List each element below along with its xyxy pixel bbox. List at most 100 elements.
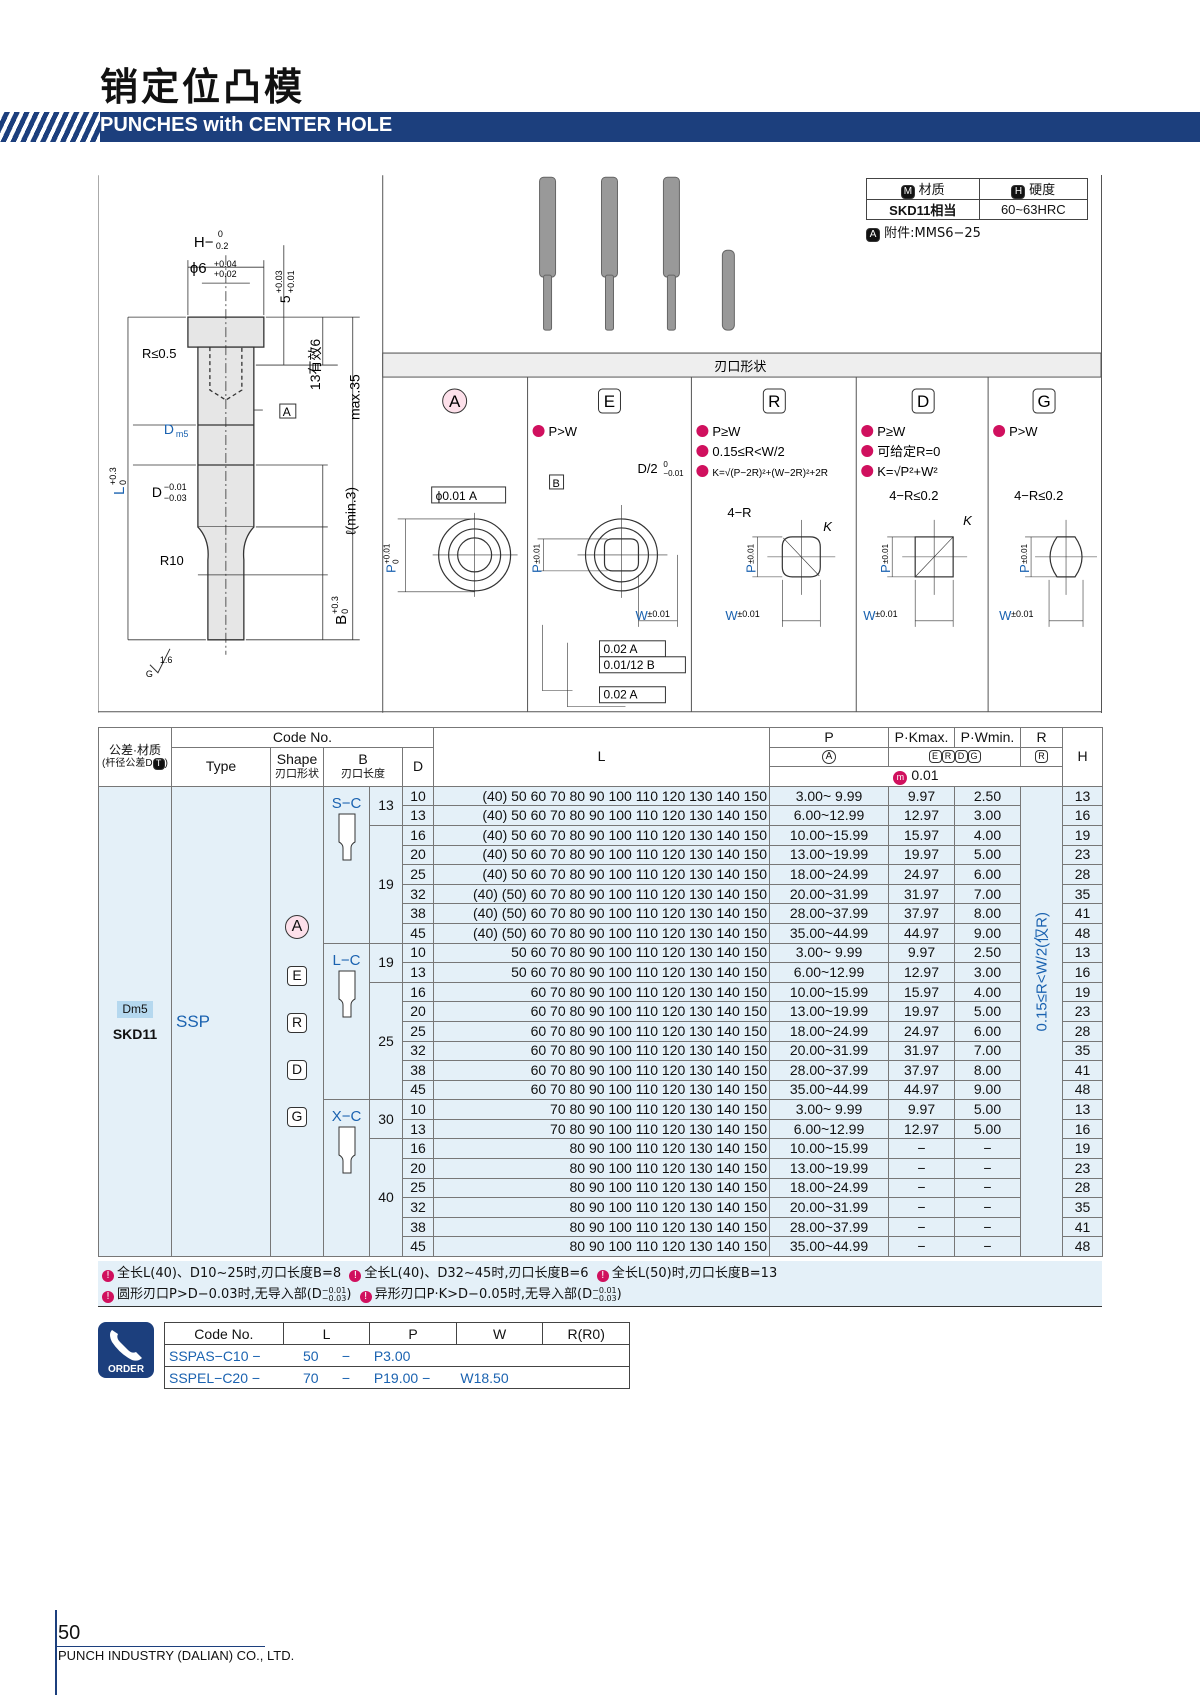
l-cell: (40) 50 60 70 80 90 100 110 120 130 140 … — [433, 844, 770, 866]
order-icon-label: ORDER — [107, 1364, 145, 1375]
roughness: 1.6 — [160, 655, 172, 665]
l-cell: 80 90 100 110 120 130 140 150 — [433, 1197, 770, 1218]
h-r: R — [1020, 727, 1063, 748]
note-3: 全长L(50)时,刃口长度B=13 — [611, 1266, 778, 1281]
l-cell: 70 80 90 100 110 120 130 140 150 — [433, 1118, 770, 1140]
h-pk-shape-r: R — [941, 750, 955, 764]
punch-photos — [539, 176, 735, 331]
e-p: P — [530, 564, 545, 573]
p-cell: 13.00~19.99 — [769, 1158, 889, 1179]
ord-h-w: W — [455, 1322, 544, 1345]
l-cell: 60 70 80 90 100 110 120 130 140 150 — [433, 1001, 770, 1022]
e-note: P>W — [549, 424, 578, 439]
h-r-shape: R — [1035, 750, 1048, 764]
table-row: 20(40) 50 60 70 80 90 100 110 120 130 14… — [99, 844, 1103, 866]
h-cell: 23 — [1062, 1001, 1103, 1022]
d-cell: 32 — [402, 1040, 434, 1062]
pw-cell: − — [954, 1236, 1021, 1258]
order-icon — [98, 1322, 154, 1378]
l-cell: 60 70 80 90 100 110 120 130 140 150 — [433, 1040, 770, 1062]
h-pk-shape-d: D — [954, 750, 968, 764]
h-l: L — [433, 727, 770, 787]
pk-cell: − — [888, 1138, 955, 1160]
pw-cell: 9.00 — [954, 922, 1021, 944]
shape-icon-g: G — [287, 1107, 307, 1128]
b-cell: 25 — [369, 981, 403, 1101]
type-name: SSP — [176, 1011, 211, 1031]
pk-cell: − — [888, 1158, 955, 1179]
d-cell: 38 — [402, 1216, 434, 1238]
pw-cell: − — [954, 1177, 1021, 1199]
h-pk-shape-g: G — [967, 750, 981, 764]
dim-eff13: 13有效6 — [307, 339, 323, 390]
p-cell: 20.00~31.99 — [769, 1197, 889, 1218]
note-5-sub: −0.03 — [592, 1293, 617, 1303]
r-k: K — [823, 519, 833, 534]
h-cell: 23 — [1062, 1158, 1103, 1179]
g-w: W — [999, 608, 1012, 623]
p-cell: 28.00~37.99 — [769, 903, 889, 924]
pk-cell: − — [888, 1216, 955, 1238]
p-cell: 35.00~44.99 — [769, 1236, 889, 1258]
punch-side-view — [187, 255, 265, 655]
p-cell: 28.00~37.99 — [769, 1216, 889, 1238]
pw-cell: 5.00 — [954, 1001, 1021, 1022]
h-cell: 28 — [1062, 1177, 1103, 1199]
l-cell: 60 70 80 90 100 110 120 130 140 150 — [433, 1079, 770, 1101]
note-4: 圆形刃口P>D−0.03时,无导入部(D — [117, 1287, 322, 1302]
l-cell: (40) (50) 60 70 80 90 100 110 120 130 14… — [433, 903, 770, 924]
pw-cell: 5.00 — [954, 1118, 1021, 1140]
pk-cell: 44.97 — [888, 922, 955, 944]
h-cell: 19 — [1062, 824, 1103, 846]
h-cell: 35 — [1062, 1040, 1103, 1062]
pw-cell: 7.00 — [954, 883, 1021, 905]
page-number: 50 — [58, 1622, 81, 1644]
h-tol: 公差·材质 — [109, 742, 161, 757]
d-w: W — [863, 608, 876, 623]
e-d2-t1: 0 — [663, 460, 668, 469]
technical-drawing: 刃口形状 H− 0 0.2 ϕ6 +0.04 +0.02 5 +0.03 +0.… — [98, 175, 1102, 713]
footer-rule — [55, 1646, 265, 1647]
a-p-t2: 0 — [392, 559, 401, 564]
dim-B-t1: +0.3 — [330, 596, 340, 614]
h-cell: 35 — [1062, 883, 1103, 905]
ord-l-1: 50 — [302, 1347, 319, 1364]
pk-cell: − — [888, 1177, 955, 1199]
pk-cell: 24.97 — [888, 864, 955, 885]
d-cell: 13 — [402, 805, 434, 826]
r-range: 0.15≤R<W/2(仅R) — [1033, 911, 1050, 1032]
pk-cell: − — [888, 1197, 955, 1218]
h-cell: 28 — [1062, 864, 1103, 885]
r-w: W — [725, 608, 738, 623]
pw-cell: 5.00 — [954, 1099, 1021, 1120]
notes: !全长L(40)、D10~25时,刃口长度B=8 !全长L(40)、D32~45… — [98, 1261, 1102, 1307]
frame-3: 0.02 A — [603, 688, 637, 702]
dim-five-t2: +0.01 — [286, 270, 296, 293]
footer-line — [55, 1610, 57, 1695]
g-w-t: ±0.01 — [1011, 609, 1033, 619]
dim-h: H− — [194, 234, 214, 251]
ord-p-1: P3.00 — [369, 1344, 457, 1367]
r-range-cell: 0.15≤R<W/2(仅R) — [1020, 785, 1063, 1258]
company-name: PUNCH INDUSTRY (DALIAN) CO., LTD. — [58, 1648, 295, 1663]
l-cell: (40) (50) 60 70 80 90 100 110 120 130 14… — [433, 922, 770, 944]
shape-label-r: R — [768, 392, 780, 411]
pw-cell: − — [954, 1216, 1021, 1238]
l-cell: 80 90 100 110 120 130 140 150 — [433, 1138, 770, 1160]
frame-2: 0.01/12 B — [603, 658, 654, 672]
h-cell: 48 — [1062, 922, 1103, 944]
dim-five: 5 — [277, 295, 293, 303]
l-cell: 70 80 90 100 110 120 130 140 150 — [433, 1099, 770, 1120]
pk-cell: 19.97 — [888, 844, 955, 866]
note-5-close: ) — [616, 1287, 622, 1302]
accessory-text: 附件:MMS6−25 — [884, 226, 981, 241]
d-cell: 13 — [402, 1118, 434, 1140]
d-cell: 45 — [402, 922, 434, 944]
p-cell: 6.00~12.99 — [769, 1118, 889, 1140]
ord-h-r: R(R0) — [542, 1322, 630, 1345]
r-note-3: K=√(P−2R)²+(W−2R)²+2R — [712, 467, 828, 479]
p-cell: 3.00~ 9.99 — [769, 785, 889, 807]
d-cell: 45 — [402, 1236, 434, 1258]
